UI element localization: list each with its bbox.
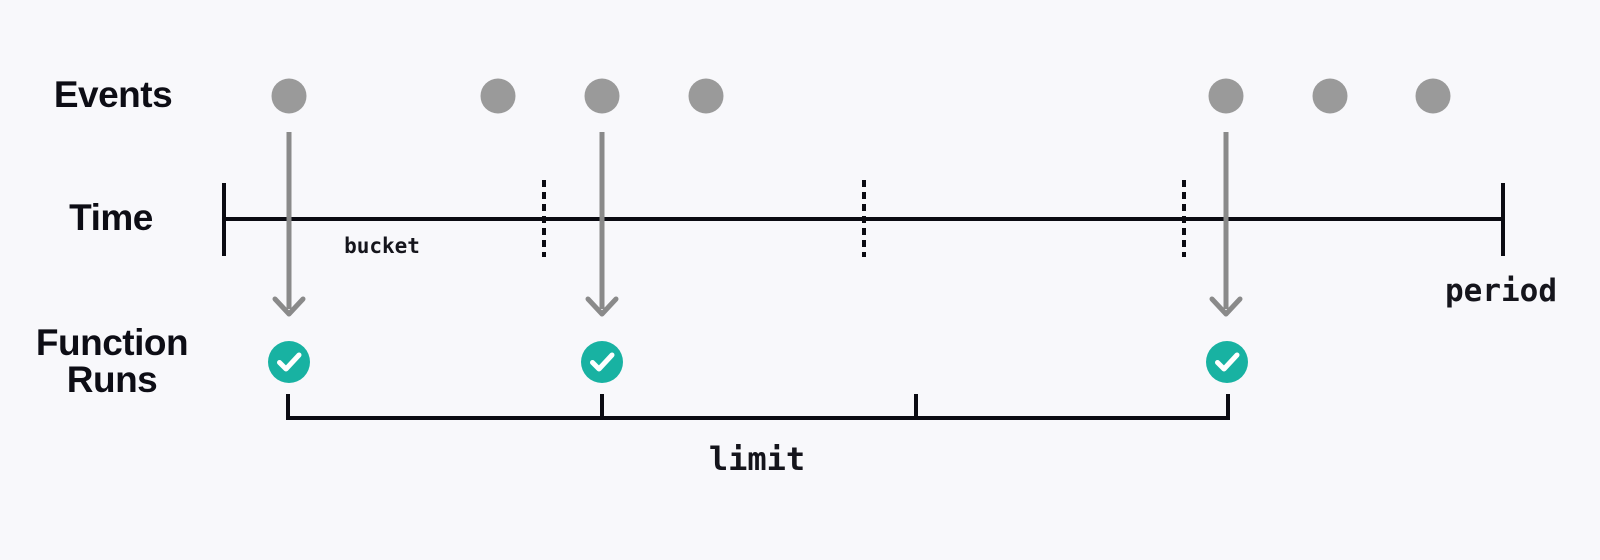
run-check-icon <box>268 341 310 383</box>
run-circle <box>268 341 310 383</box>
run-circle <box>1206 341 1248 383</box>
down-arrow-icon <box>272 132 306 317</box>
bucket-label: bucket <box>344 234 420 258</box>
period-label: period <box>1445 273 1557 309</box>
run-check-icon <box>581 341 623 383</box>
function-run-markers <box>268 341 1248 383</box>
down-arrow-icon <box>585 132 619 317</box>
arrow-head <box>1209 296 1243 317</box>
limit-bracket <box>286 394 1230 420</box>
run-check-icon <box>1206 341 1248 383</box>
function-runs-label-line2: Runs <box>66 359 158 400</box>
checkmark-icon <box>277 352 302 372</box>
timeline <box>222 183 1505 256</box>
function-runs-label-line1: Function <box>35 322 189 363</box>
event-dot <box>688 78 724 114</box>
event-dot <box>1208 78 1244 114</box>
checkmark-icon <box>1215 352 1240 372</box>
arrow-head <box>272 296 306 317</box>
event-dot <box>584 78 620 114</box>
event-to-run-arrows <box>272 132 1243 317</box>
run-circle <box>581 341 623 383</box>
limit-label: limit <box>708 440 806 478</box>
event-dot <box>480 78 516 114</box>
down-arrow-icon <box>1209 132 1243 317</box>
event-dot <box>1312 78 1348 114</box>
event-dot <box>1415 78 1451 114</box>
time-row-label: Time <box>69 197 153 238</box>
events-row-label: Events <box>53 74 173 115</box>
event-dot <box>271 78 307 114</box>
checkmark-icon <box>590 352 615 372</box>
arrow-head <box>585 296 619 317</box>
event-dots <box>271 78 1451 114</box>
